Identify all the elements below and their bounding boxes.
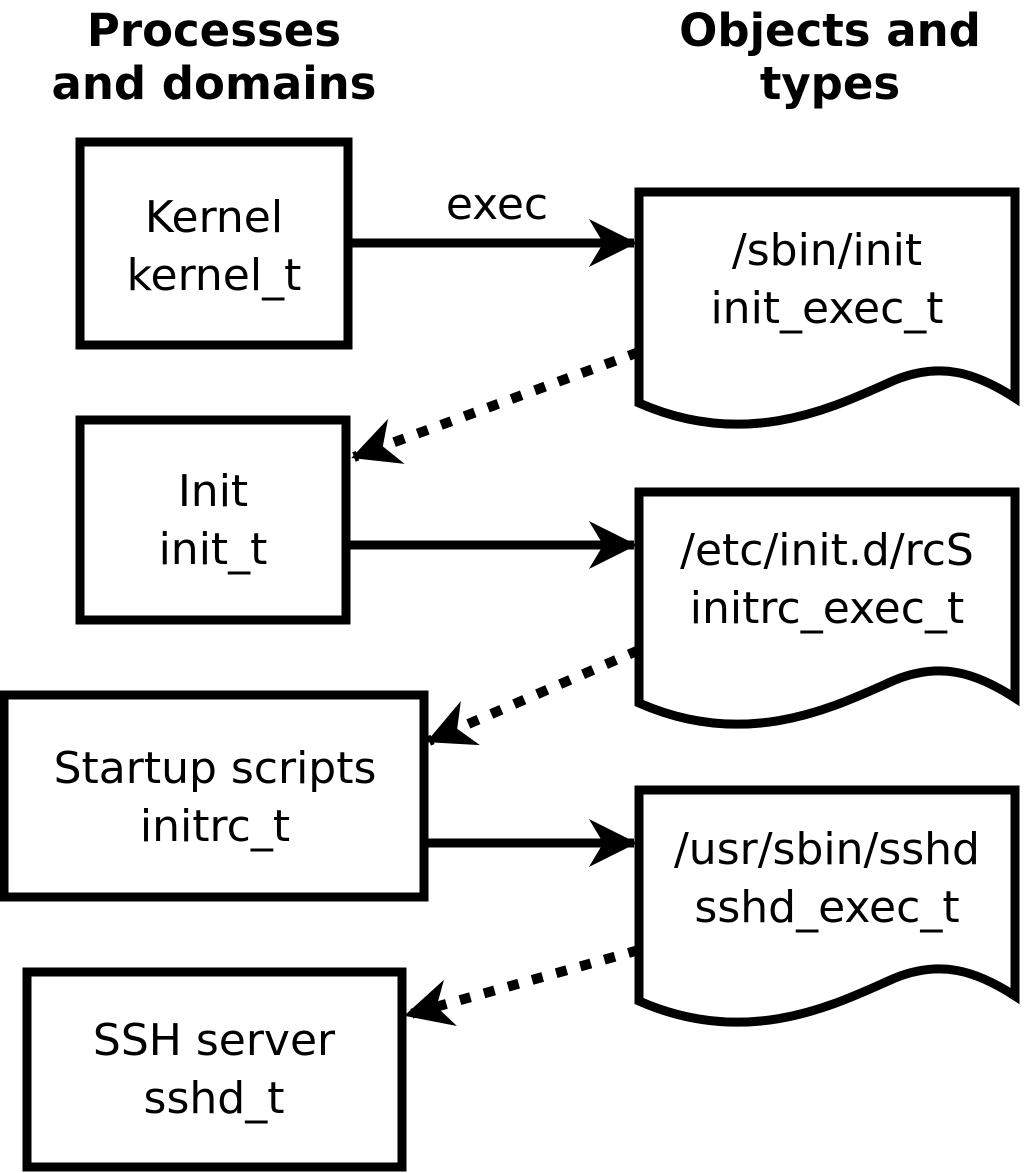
column-header-processes: Processes and domains: [52, 4, 377, 110]
process-node-ssh-server: SSH server sshd_t: [22, 967, 407, 1172]
column-header-processes-line1: Processes: [87, 4, 341, 57]
object-node-sbin-init: /sbin/init init_exec_t: [634, 187, 1020, 429]
process-node-init-box: [75, 415, 351, 625]
column-header-objects-line1: Objects and: [679, 4, 981, 57]
process-node-startup-scripts-box: [0, 690, 429, 902]
object-node-etc-initd-rcs-document: [634, 487, 1020, 729]
object-node-sbin-init-path: /sbin/init: [732, 225, 922, 276]
process-node-kernel-box: [75, 137, 353, 350]
process-node-kernel-name: Kernel: [145, 192, 283, 243]
object-node-usr-sbin-sshd-document: [634, 785, 1020, 1027]
process-node-startup-scripts-name: Startup scripts: [54, 743, 377, 794]
process-node-init-name: Init: [178, 466, 248, 517]
object-node-usr-sbin-sshd: /usr/sbin/sshd sshd_exec_t: [634, 785, 1020, 1027]
edges-solid: exec: [346, 179, 637, 867]
process-node-ssh-server-type: sshd_t: [144, 1073, 285, 1124]
object-node-sbin-init-type: init_exec_t: [710, 283, 943, 334]
edges-dotted: [351, 347, 641, 1026]
process-node-init-type: init_t: [159, 524, 268, 575]
column-header-objects: Objects and types: [679, 4, 981, 110]
process-node-startup-scripts-type: initrc_t: [140, 801, 290, 852]
column-header-processes-line2: and domains: [52, 57, 377, 110]
object-node-usr-sbin-sshd-path: /usr/sbin/sshd: [674, 824, 980, 875]
process-node-kernel-type: kernel_t: [127, 250, 302, 301]
exec-arrow-label: exec: [446, 179, 548, 230]
process-node-init: Init init_t: [75, 415, 351, 625]
process-node-ssh-server-box: [22, 967, 407, 1172]
object-node-usr-sbin-sshd-type: sshd_exec_t: [694, 882, 959, 933]
transition-arrow-rcs-to-initrc: [426, 645, 641, 746]
process-node-kernel: Kernel kernel_t: [75, 137, 353, 350]
object-node-etc-initd-rcs: /etc/init.d/rcS initrc_exec_t: [634, 487, 1020, 729]
transition-arrow-sbin-init-to-init: [351, 347, 641, 464]
process-node-startup-scripts: Startup scripts initrc_t: [0, 690, 429, 902]
object-node-etc-initd-rcs-type: initrc_exec_t: [690, 583, 964, 634]
process-node-ssh-server-name: SSH server: [93, 1015, 336, 1066]
object-node-etc-initd-rcs-path: /etc/init.d/rcS: [680, 525, 974, 576]
column-header-objects-line2: types: [760, 57, 900, 110]
object-node-sbin-init-document: [634, 187, 1020, 429]
transition-arrow-sshd-exec-to-sshd: [404, 945, 641, 1026]
